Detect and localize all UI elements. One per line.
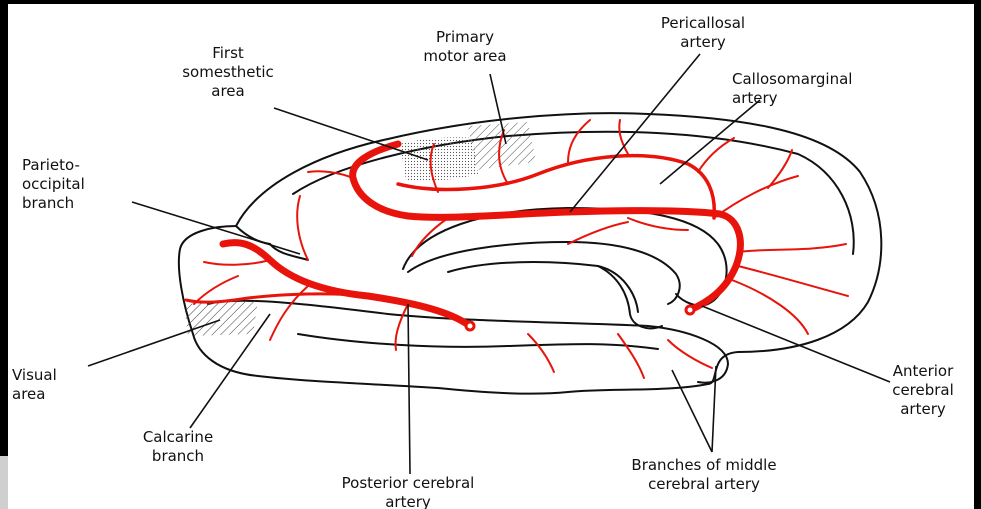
shaded-areas: [184, 122, 536, 336]
label-parieto-occipital-branch: Parieto- occipital branch: [22, 156, 132, 213]
posterior-cerebral-trunk: [223, 243, 470, 326]
leader-parieto-occipital: [132, 202, 300, 254]
lower-gyrus-line: [298, 334, 658, 349]
temporal-lobe: [208, 301, 728, 383]
fornix-line: [448, 262, 638, 312]
label-anterior-cerebral-artery: Anterior cerebral artery: [878, 362, 968, 419]
label-middle-cerebral-branches: Branches of middle cerebral artery: [604, 456, 804, 494]
label-calcarine-branch: Calcarine branch: [118, 428, 238, 466]
somesthetic-area-shade: [400, 137, 478, 180]
anterior-artery-cut-end: [686, 306, 694, 314]
label-pericallosal-artery: Pericallosal artery: [638, 14, 768, 52]
leader-posterior-cerebral: [408, 304, 410, 474]
label-visual-area: Visual area: [12, 366, 92, 404]
left-edge-strip: [0, 456, 8, 509]
label-posterior-cerebral-artery: Posterior cerebral artery: [308, 474, 508, 509]
thalamus-line: [598, 266, 662, 328]
label-primary-motor-area: Primary motor area: [400, 28, 530, 66]
leader-visual-area: [88, 320, 220, 366]
label-callosomarginal-artery: Callosomarginal artery: [732, 70, 902, 108]
visual-area-shade: [184, 300, 258, 336]
calcarine-branch: [186, 294, 368, 302]
label-first-somesthetic-area: First somesthetic area: [173, 44, 283, 101]
brain-artery-diagram: Pericallosal artery Primary motor area F…: [8, 4, 974, 509]
posterior-artery-cut-end: [466, 322, 474, 330]
leader-first-somesthetic: [274, 108, 428, 160]
corpus-callosum-inner: [408, 242, 680, 304]
